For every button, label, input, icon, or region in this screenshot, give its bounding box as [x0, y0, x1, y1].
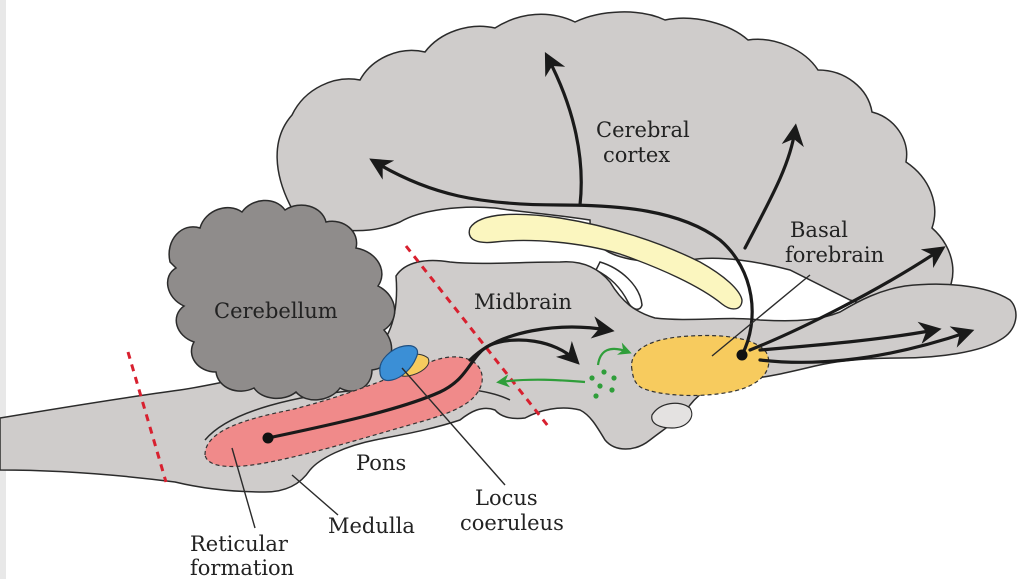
green-dot: [597, 383, 602, 388]
reticular-origin-dot: [263, 433, 274, 444]
green-dot: [609, 387, 614, 392]
basal-forebrain-label-line2: forebrain: [785, 243, 884, 267]
basal-origin-dot: [737, 350, 748, 361]
cerebellum-label: Cerebellum: [214, 299, 338, 323]
left-edge-strip: [0, 0, 6, 579]
green-dot: [611, 375, 616, 380]
green-dot: [593, 393, 598, 398]
green-dot: [601, 369, 606, 374]
locus-coeruleus-label-line2: coeruleus: [460, 511, 564, 535]
green-dot: [589, 375, 594, 380]
medulla-label: Medulla: [328, 514, 415, 538]
pons-label: Pons: [356, 451, 406, 475]
reticular-formation-label-line2: formation: [190, 556, 294, 579]
basal-forebrain-label-line1: Basal: [790, 218, 848, 242]
locus-coeruleus-label-line1: Locus: [475, 486, 538, 510]
midbrain-label: Midbrain: [474, 290, 572, 314]
reticular-formation-label-line1: Reticular: [190, 532, 289, 556]
cerebral-cortex-label-line2: cortex: [603, 143, 670, 167]
leader-medulla: [292, 475, 338, 515]
cerebral-cortex-label-line1: Cerebral: [596, 118, 690, 142]
